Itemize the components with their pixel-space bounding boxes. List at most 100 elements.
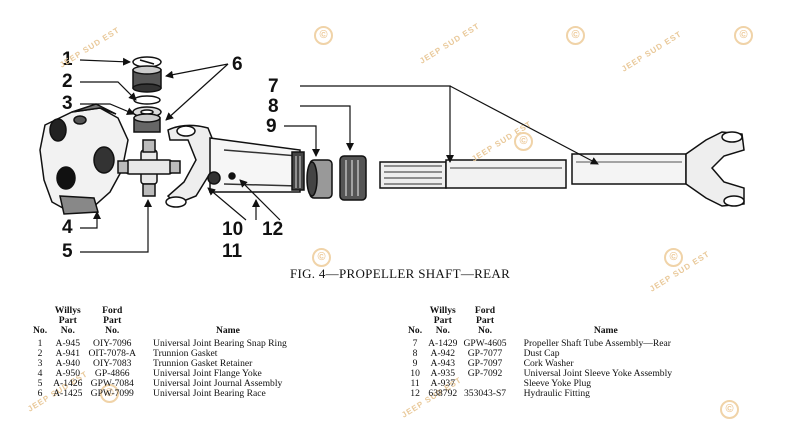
willys-part-cell: A-1429 — [428, 338, 458, 349]
table-row: 3 A-940 OIY-7083 Trunnion Gasket Retainer — [30, 359, 290, 369]
header-ford-no: No. — [105, 325, 120, 336]
ford-part-cell: GPW-7084 — [90, 378, 134, 389]
copyright-symbol: © — [514, 132, 533, 151]
part-name-cell: Sleeve Yoke Plug — [523, 378, 592, 389]
willys-part-cell: A-935 — [430, 368, 456, 379]
part-number-cell: 4 — [37, 368, 43, 379]
willys-part-cell: A-940 — [55, 358, 81, 369]
header-no: No. — [408, 325, 423, 336]
willys-part-cell: A-943 — [430, 358, 456, 369]
willys-part-cell: A-945 — [55, 338, 81, 349]
header-ford-part: Part — [103, 315, 122, 326]
leader-lines — [79, 57, 599, 253]
copyright-symbol: © — [664, 248, 683, 267]
cork-washer-part — [306, 159, 333, 199]
table-row: 5 A-1426 GPW-7084 Universal Joint Journal A… — [30, 379, 290, 389]
callout-4: 4 — [62, 217, 73, 238]
willys-part-cell: A-941 — [55, 348, 81, 359]
part-name-cell: Universal Joint Bearing Snap Ring — [153, 338, 287, 349]
second-bearing-race-part — [133, 113, 161, 133]
copyright-symbol: © — [314, 26, 333, 45]
table-row: 12 638792 353043-S7 Hydraulic Fitting — [405, 389, 675, 399]
part-name-cell: Trunnion Gasket Retainer — [153, 358, 253, 369]
header-name: Name — [215, 325, 240, 336]
header-ford: Ford — [102, 305, 123, 316]
ford-part-cell: GPW-7099 — [90, 388, 134, 399]
part-number-cell: 3 — [37, 358, 43, 369]
header-name: Name — [593, 325, 618, 336]
ford-part-cell: OIT-7078-A — [88, 348, 137, 359]
part-number-cell: 7 — [412, 338, 418, 349]
ford-part-cell: GP-7097 — [467, 358, 503, 369]
header-ford-no: No. — [477, 325, 493, 336]
part-name-cell: Universal Joint Sleeve Yoke Assembly — [523, 368, 673, 379]
copyright-symbol: © — [100, 384, 119, 403]
callout-12: 12 — [262, 219, 284, 240]
callout-7: 7 — [268, 76, 279, 97]
header-ford-part: Part — [475, 315, 495, 326]
bearing-race-part — [132, 65, 162, 93]
part-number-cell: 5 — [37, 378, 43, 389]
ford-part-cell: GP-4866 — [94, 368, 130, 379]
table-row: 2 A-941 OIT-7078-A Trunnion Gasket — [30, 349, 290, 359]
willys-part-cell: A-942 — [430, 348, 456, 359]
part-number-cell: 8 — [412, 348, 418, 359]
part-name-cell: Trunnion Gasket — [153, 348, 218, 359]
part-number-cell: 11 — [410, 378, 420, 389]
splined-shaft-part — [379, 159, 567, 189]
copyright-symbol: © — [566, 26, 585, 45]
callout-3: 3 — [62, 93, 73, 114]
parts-table-right: Willys Ford Part Part No. No. No. Name 7… — [405, 306, 675, 399]
part-name-cell: Universal Joint Bearing Race — [153, 388, 266, 399]
copyright-symbol: © — [734, 26, 753, 45]
ford-part-cell: GP-7092 — [467, 368, 503, 379]
callout-6: 6 — [232, 54, 243, 75]
callout-9: 9 — [266, 116, 277, 137]
willys-part-cell: A-1426 — [53, 378, 83, 389]
ford-part-cell: OIY-7083 — [93, 358, 132, 369]
copyright-symbol: © — [720, 400, 739, 419]
flange-yoke-part — [39, 103, 129, 215]
figure-caption: FIG. 4—PROPELLER SHAFT—REAR — [289, 266, 511, 281]
ford-part-cell: GPW-4605 — [463, 338, 507, 349]
table-row: 7 A-1429 GPW-4605 Propeller Shaft Tube Asse… — [405, 339, 675, 349]
table-row: 11 A-937 Sleeve Yoke Plug — [405, 379, 675, 389]
tube-assembly-part — [571, 131, 745, 207]
header-willys-part: Part — [433, 315, 452, 326]
willys-part-cell: 638792 — [428, 388, 458, 399]
part-name-cell: Dust Cap — [523, 348, 560, 359]
part-number-cell: 2 — [37, 348, 43, 359]
part-number-cell: 1 — [37, 338, 43, 349]
journal-assembly-part — [117, 139, 181, 197]
willys-part-cell: A-950 — [55, 368, 81, 379]
part-name-cell: Universal Joint Journal Assembly — [153, 378, 283, 389]
header-willys-no: No. — [60, 325, 75, 336]
copyright-symbol: © — [312, 248, 331, 267]
part-name-cell: Propeller Shaft Tube Assembly—Rear — [523, 338, 671, 349]
callout-10: 10 — [222, 219, 244, 240]
willys-part-cell: A-937 — [430, 378, 456, 389]
ford-part-cell: 353043-S7 — [463, 388, 507, 399]
part-number-cell: 10 — [410, 368, 420, 379]
callout-11: 11 — [222, 241, 243, 262]
exploded-diagram — [39, 56, 745, 253]
callout-8: 8 — [268, 96, 279, 117]
callout-1: 1 — [62, 49, 73, 70]
parts-table-left: Willys Ford Part Part No. No. No. Name 1… — [30, 306, 290, 399]
header-willys-no: No. — [435, 325, 450, 336]
part-number-cell: 9 — [412, 358, 418, 369]
header-willys: Willys — [54, 305, 81, 316]
parts-table-right-body: 7 A-1429 GPW-4605 Propeller Shaft Tube Asse… — [405, 339, 675, 399]
table-row: 10 A-935 GP-7092 Universal Joint Sleeve Yok… — [405, 369, 675, 379]
part-name-cell: Hydraulic Fitting — [523, 388, 590, 399]
header-no: No. — [33, 325, 48, 336]
callout-5: 5 — [62, 241, 73, 262]
header-willys: Willys — [429, 305, 456, 316]
dust-cap-part — [339, 155, 367, 201]
part-number-cell: 12 — [410, 388, 420, 399]
